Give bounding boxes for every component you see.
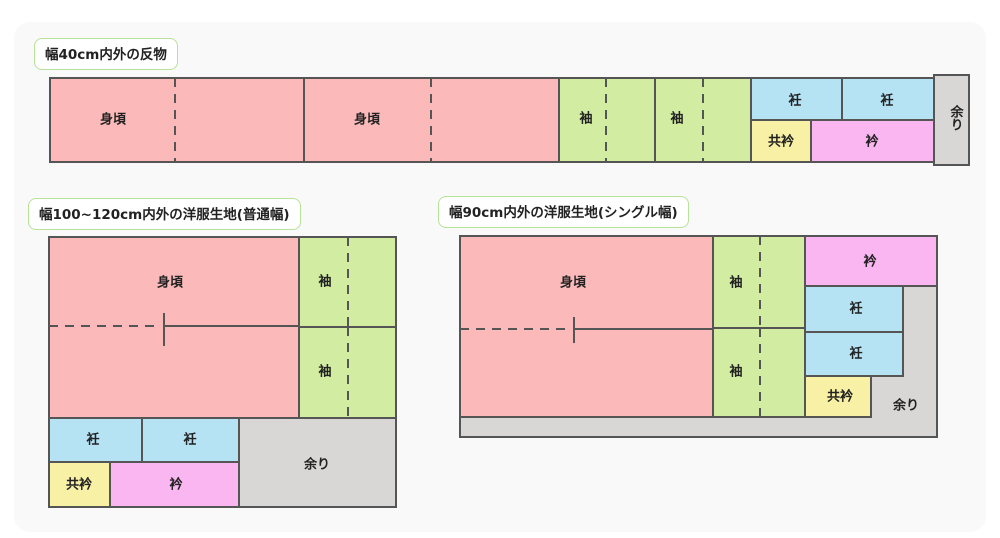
d2-okumi-label-2: 衽 [182, 432, 196, 448]
d1-body-piece-1 [49, 77, 305, 163]
d1-body-label-2: 身頃 [354, 112, 381, 128]
d1-body-label-1: 身頃 [100, 112, 127, 128]
d1-collar-label: 衿 [865, 134, 878, 150]
d2-remainder-piece [238, 417, 397, 508]
d1-okumi-piece-2 [841, 77, 935, 121]
d1-tomoeri-label: 共衿 [768, 134, 794, 150]
d3-sleeve-label-1: 袖 [729, 275, 742, 291]
d2-sleeve-piece-2 [298, 326, 397, 419]
d1-remainder-piece [933, 74, 970, 166]
d2-sleeve-label-1: 袖 [318, 274, 331, 290]
diagram1-title: 幅40cm内外の反物 [34, 38, 178, 70]
d2-body-piece [48, 236, 300, 419]
diagram1-layout: 身頃 身頃 袖 袖 衽 衽 共衿 衿 余り [49, 74, 970, 166]
d3-body-label: 身頃 [560, 275, 587, 291]
d3-okumi-label-2: 衽 [848, 346, 862, 362]
diagram2-title: 幅100~120cm内外の洋服生地(普通幅) [28, 198, 301, 230]
d2-collar-label: 衿 [169, 477, 182, 493]
diagram3-title: 幅90cm内外の洋服生地(シングル幅) [438, 196, 689, 228]
d2-okumi-label-1: 衽 [85, 432, 99, 448]
diagram3-layout: 身頃 袖 袖 衿 衽 衽 共衿 余り [459, 235, 938, 438]
d3-okumi-piece-2 [804, 331, 904, 377]
d1-sleeve-label-1: 袖 [579, 111, 592, 127]
d3-remainder-label: 余り [892, 398, 919, 414]
d2-remainder-label: 余り [303, 457, 330, 473]
d1-okumi-label-1: 衽 [787, 93, 801, 109]
d3-okumi-piece-1 [804, 285, 904, 333]
d3-body-piece [459, 235, 714, 418]
d2-collar-piece [109, 461, 240, 508]
d3-okumi-label-1: 衽 [848, 301, 862, 317]
d3-sleeve-piece-2 [712, 327, 806, 418]
d3-tomoeri-label: 共衿 [827, 389, 853, 405]
d2-sleeve-piece-1 [298, 236, 397, 328]
d3-sleeve-piece-1 [712, 235, 806, 329]
d1-okumi-label-2: 衽 [879, 93, 893, 109]
d3-sleeve-label-2: 袖 [729, 364, 742, 380]
d2-sleeve-label-2: 袖 [318, 364, 331, 380]
d3-collar-piece [804, 235, 938, 287]
diagram2-layout: 身頃 袖 袖 衽 衽 共衿 衿 余り [48, 236, 397, 508]
d1-sleeve-label-2: 袖 [670, 111, 683, 127]
d1-collar-piece [810, 119, 935, 163]
d2-tomoeri-label: 共衿 [66, 477, 92, 493]
d2-tomoeri-piece [48, 461, 111, 508]
d2-body-label: 身頃 [157, 275, 184, 291]
d1-remainder-label: 余り [948, 104, 965, 131]
d3-collar-label: 衿 [863, 254, 876, 270]
d3-tomoeri-piece [804, 375, 872, 418]
